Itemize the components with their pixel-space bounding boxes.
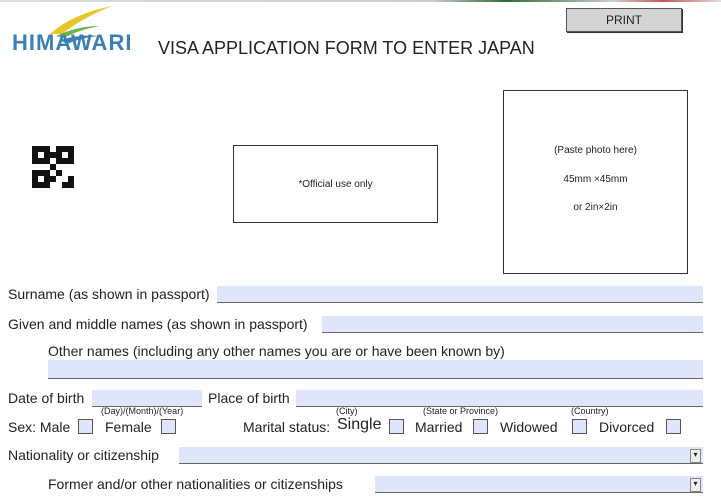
chevron-down-icon[interactable]: ▾ [690,478,701,492]
surname-label: Surname (as shown in passport) [8,286,210,302]
country-hint: (Country) [571,406,609,416]
photo-size-in: or 2in×2in [573,202,618,213]
official-use-box: *Official use only [233,145,438,223]
photo-box[interactable]: (Paste photo here) 45mm ×45mm or 2in×2in [503,90,688,274]
pob-label: Place of birth [208,390,290,406]
dob-label: Date of birth [8,390,85,406]
divorced-label: Divorced [599,419,655,435]
male-checkbox[interactable] [78,419,93,434]
chevron-down-icon[interactable]: ▾ [690,449,701,463]
female-checkbox[interactable] [161,419,176,434]
married-label: Married [415,419,463,435]
married-checkbox[interactable] [473,419,488,434]
marital-status-label: Marital status: [243,419,331,435]
page-title: VISA APPLICATION FORM TO ENTER JAPAN [158,38,535,58]
dob-hint: (Day)/(Month)/(Year) [101,406,184,416]
nationality-select[interactable]: ▾ [179,447,703,464]
photo-size-mm: 45mm ×45mm [563,174,628,185]
photo-hint: (Paste photo here) [554,145,637,156]
other-names-input[interactable] [48,360,703,379]
widowed-label: Widowed [500,419,558,435]
dob-input[interactable] [92,390,202,407]
single-label: Single [337,416,382,433]
divorced-checkbox[interactable] [666,419,681,434]
single-checkbox[interactable] [389,419,404,434]
sex-male-label: Sex: Male [8,419,71,435]
given-names-input[interactable] [322,316,703,333]
qr-code-icon [32,146,74,188]
logo-text: HIMAWARI [12,30,133,55]
nationality-label: Nationality or citizenship [8,447,159,463]
himawari-logo-icon [50,6,112,44]
state-hint: (State or Province) [423,406,499,416]
widowed-checkbox[interactable] [572,419,587,434]
given-names-label: Given and middle names (as shown in pass… [8,316,308,332]
official-use-label: *Official use only [298,179,373,190]
pob-input[interactable] [296,390,703,407]
former-nationality-select[interactable]: ▾ [375,476,703,493]
former-nationality-label: Former and/or other nationalities or cit… [48,476,343,492]
city-hint: (City) [336,406,358,416]
surname-input[interactable] [217,286,703,303]
other-names-label: Other names (including any other names y… [48,343,505,359]
top-border [0,0,721,2]
print-button[interactable]: PRINT [566,8,682,32]
female-label: Female [105,419,152,435]
